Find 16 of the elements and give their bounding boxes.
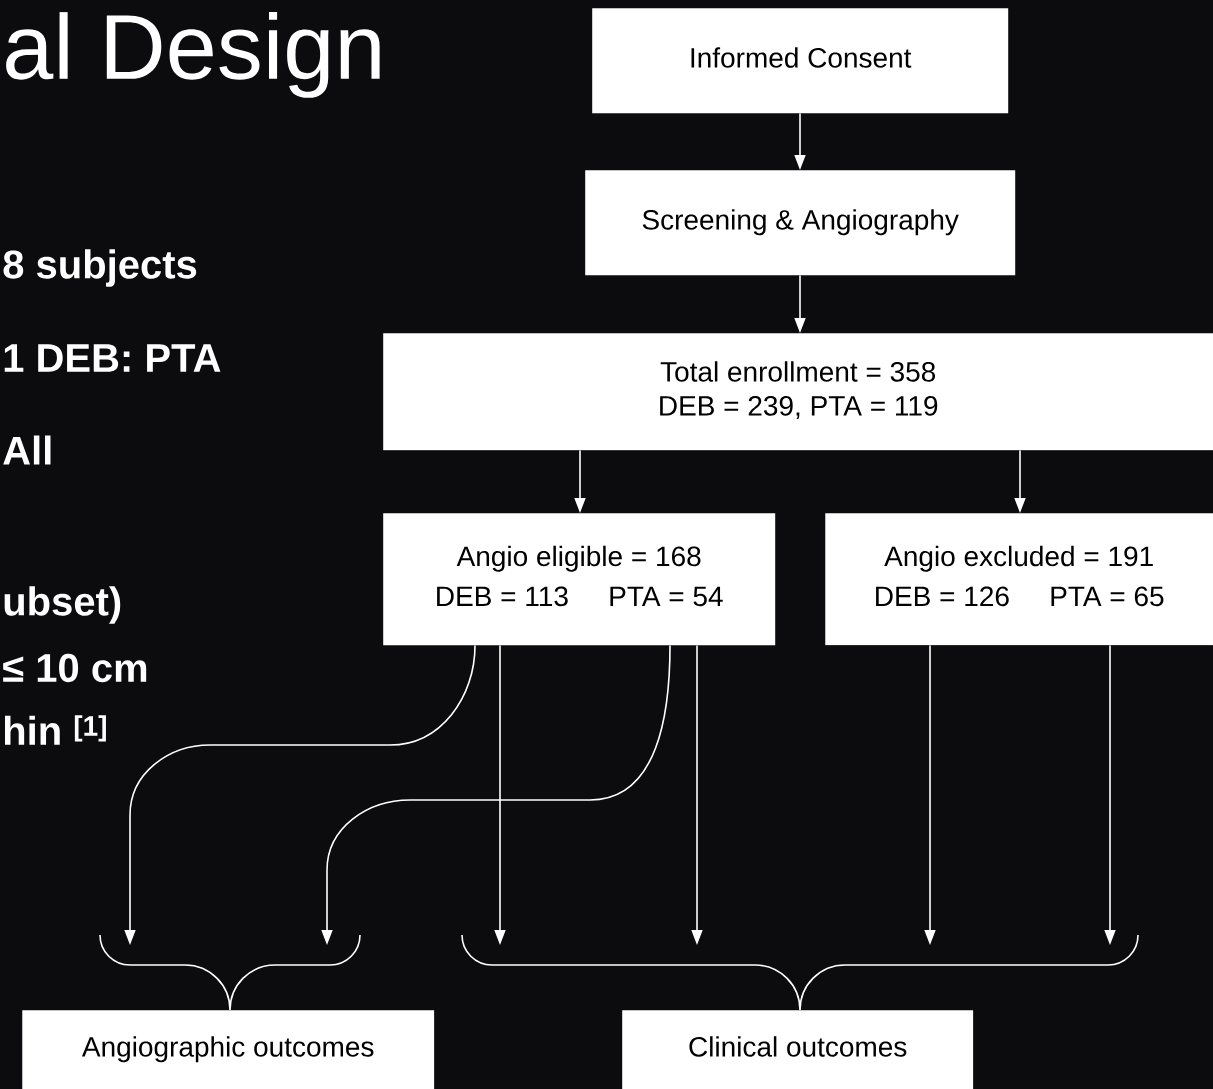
bullet-text: All bbox=[3, 435, 51, 465]
bullet-text: 8 subjects bbox=[3, 249, 197, 287]
process-box: Angio eligible = 168 DEB = 113 PTA = 54 bbox=[383, 513, 776, 646]
process-box: Angiographic outcomes bbox=[22, 1010, 435, 1089]
process-box: Screening & Angiography bbox=[585, 170, 1016, 276]
bullet-text: ≤ 10 cm bbox=[3, 653, 147, 683]
process-box: Clinical outcomes bbox=[622, 1010, 974, 1089]
title: al Design bbox=[6, 12, 380, 98]
process-box: Total enrollment = 358 DEB = 239, PTA = 119 bbox=[383, 333, 1213, 451]
bullet-text: hin $^{[1]}$ bbox=[5, 715, 106, 745]
process-box: Informed Consent bbox=[592, 8, 1009, 114]
brace bbox=[99, 934, 361, 1011]
brace bbox=[461, 934, 1139, 1011]
bullet-text: 1 DEB: PTA bbox=[4, 344, 221, 372]
process-box: Angio excluded = 191 DEB = 126 PTA = 65 bbox=[825, 513, 1213, 646]
bullet-text: ubset) bbox=[4, 586, 121, 624]
